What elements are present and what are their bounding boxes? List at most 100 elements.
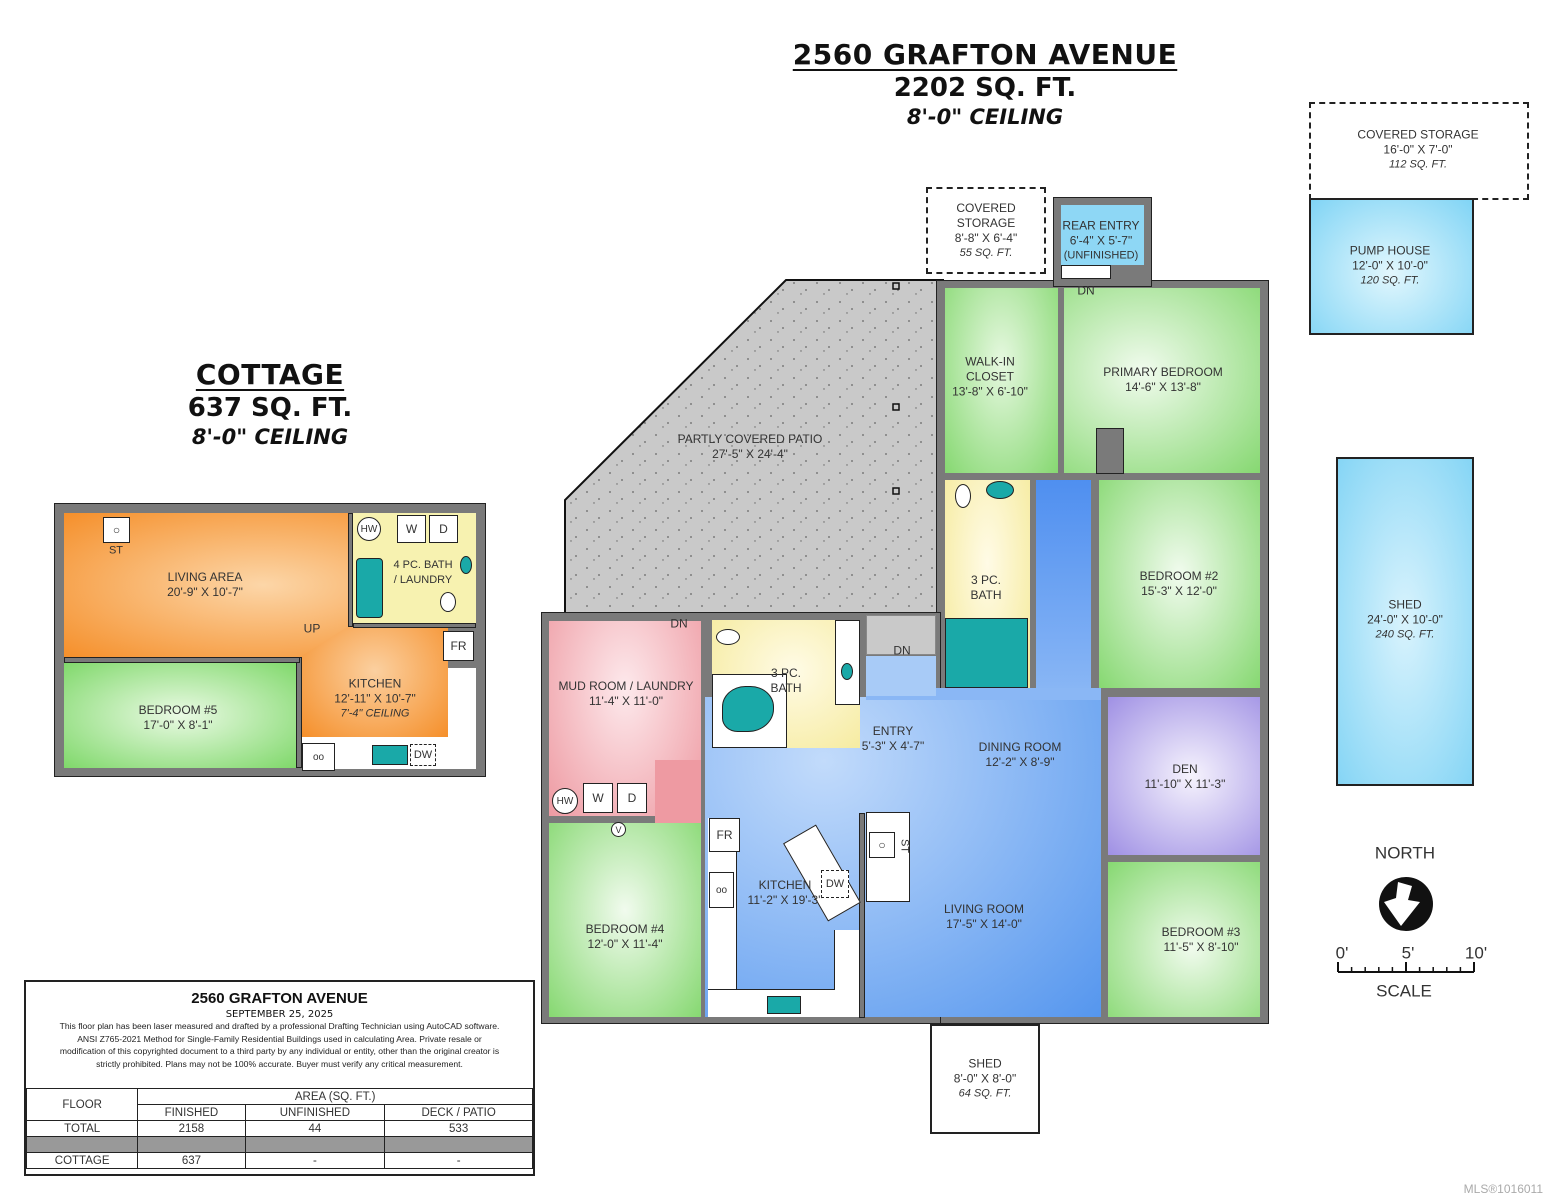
cottage-kitchen-side-counter	[448, 668, 476, 738]
north-label: NORTH	[1374, 843, 1436, 863]
cottage-interior-wall	[64, 657, 300, 663]
cottage-dryer: D	[429, 515, 458, 543]
cottage-cooktop: oo	[302, 743, 335, 771]
pump-house-label: PUMP HOUSE 12'-0" X 10'-0" 120 SQ. FT.	[1349, 243, 1431, 287]
toilet-west	[716, 629, 740, 645]
rear-entry-label: REAR ENTRY 6'-4" X 5'-7" (UNFINISHED)	[1062, 218, 1140, 262]
rear-entry-landing	[1061, 265, 1111, 279]
hallway	[1036, 480, 1091, 695]
kitchen-sink-main	[767, 996, 801, 1014]
cottage-sink	[460, 556, 472, 574]
cottage-up-label: UP	[303, 621, 321, 636]
cottage-fridge: FR	[443, 631, 474, 661]
rear-entry	[1061, 205, 1144, 265]
cottage-toilet	[440, 592, 456, 612]
cooktop-main: oo	[709, 872, 734, 908]
rear-entry-dn: DN	[1077, 283, 1095, 298]
main-house-area: 2202 SQ. FT.	[893, 73, 1077, 103]
entry-steps	[866, 615, 936, 655]
bedroom-3-label: BEDROOM #3 11'-5" X 8'-10"	[1161, 925, 1241, 954]
kitchen-partition	[859, 813, 865, 1018]
washer-main: W	[583, 783, 613, 813]
fridge-main: FR	[709, 818, 740, 852]
table-row: TOTAL 2158 44 533	[25, 1120, 533, 1137]
shed-large	[1336, 457, 1474, 786]
dishwasher-main: DW	[821, 870, 849, 898]
info-date: SEPTEMBER 25, 2025	[225, 1009, 334, 1020]
info-box: 2560 GRAFTON AVENUE SEPTEMBER 25, 2025 T…	[24, 980, 535, 1176]
scale-bar	[1337, 962, 1475, 973]
info-disclaimer: This floor plan has been laser measured …	[59, 1021, 500, 1069]
cottage-bedroom-5	[64, 662, 296, 768]
den	[1108, 697, 1260, 855]
walk-in-closet	[945, 288, 1058, 473]
north-arrow-icon	[1379, 877, 1433, 931]
primary-bedroom-label: PRIMARY BEDROOM 14'-6" X 13'-8"	[1103, 365, 1223, 394]
bath-3pc-west-label: 3 PC. BATH	[770, 666, 802, 695]
shed-small	[930, 1024, 1040, 1134]
covered-storage-large-label: COVERED STORAGE 16'-0" X 7'-0" 112 SQ. F…	[1357, 127, 1479, 171]
area-header: AREA (SQ. FT.)	[137, 1088, 533, 1105]
cottage-stove: ○	[103, 517, 130, 543]
den-label: DEN 11'-10" X 11'-3"	[1144, 762, 1226, 791]
mud-room-label: MUD ROOM / LAUNDRY 11'-4" X 11'-0"	[558, 679, 694, 708]
entry-hall	[866, 656, 936, 696]
bath-3pc-east-label: 3 PC. BATH	[970, 573, 1002, 602]
floor-header: FLOOR	[25, 1088, 139, 1121]
bedroom-4	[549, 823, 701, 1017]
entry-steps-dn: DN	[893, 643, 911, 658]
hot-water-tank-main: HW	[552, 788, 578, 814]
col-finished: FINISHED	[137, 1104, 246, 1121]
main-house-title: 2560 GRAFTON AVENUE 2202 SQ. FT. 8'-0" C…	[780, 38, 1190, 129]
mud-room-dn: DN	[670, 616, 688, 631]
shed-small-label: SHED 8'-0" X 8'-0" 64 SQ. FT.	[953, 1056, 1017, 1100]
cottage-ceiling: 8'-0" CEILING	[191, 425, 349, 449]
scale-tick-10: 10'	[1464, 943, 1488, 963]
covered-storage-small-label: COVERED STORAGE 8'-8" X 6'-4" 55 SQ. FT.	[954, 201, 1018, 259]
pump-house	[1309, 198, 1474, 335]
stove-main-label: ST	[898, 838, 911, 854]
shower	[945, 618, 1028, 688]
main-house-ceiling: 8'-0" CEILING	[906, 105, 1064, 129]
cottage-kitchen-sink	[372, 745, 408, 765]
kitchen-label: KITCHEN 11'-2" X 19'-3"	[747, 878, 823, 907]
cottage-bedroom5-label: BEDROOM #5 17'-0" X 8'-1"	[138, 703, 218, 732]
primary-bedroom-chimney	[1096, 428, 1124, 474]
scale-tick-5: 5'	[1401, 943, 1415, 963]
main-house-address: 2560 GRAFTON AVENUE	[792, 38, 1178, 71]
cottage-kitchen-label: KITCHEN 12'-11" X 10'-7" 7'-4" CEILING	[334, 676, 416, 720]
cottage-kitchen	[302, 627, 448, 737]
corner-tub	[722, 686, 774, 732]
entry-label: ENTRY 5'-3" X 4'-7"	[861, 724, 925, 753]
mls-watermark: MLS®1016011	[1463, 1182, 1543, 1196]
dining-room-label: DINING ROOM 12'-2" X 8'-9"	[978, 740, 1062, 769]
bedroom-2	[1099, 480, 1260, 688]
col-deck-patio: DECK / PATIO	[384, 1104, 533, 1121]
area-table: FLOOR AREA (SQ. FT.) FINISHED UNFINISHED…	[25, 1088, 533, 1169]
toilet-east	[955, 484, 971, 508]
cottage-dishwasher: DW	[410, 744, 436, 766]
cottage-title: COTTAGE 637 SQ. FT. 8'-0" CEILING	[170, 358, 370, 449]
bedroom-4-label: BEDROOM #4 12'-0" X 11'-4"	[585, 922, 665, 951]
table-row: COTTAGE 637 - -	[25, 1152, 533, 1169]
cottage-interior-wall	[353, 623, 476, 628]
cottage-washer: W	[397, 515, 426, 543]
cottage-bathtub	[356, 558, 383, 618]
kitchen-counter-east	[834, 930, 862, 990]
vent-v: V	[611, 822, 626, 837]
patio-label: PARTLY COVERED PATIO 27'-5" X 24'-4"	[677, 432, 823, 461]
dryer-main: D	[617, 783, 647, 813]
table-row-separator	[25, 1136, 533, 1153]
cottage-interior-wall	[348, 513, 353, 627]
vanity-west	[835, 620, 860, 705]
cottage-bath-label: 4 PC. BATH / LAUNDRY	[393, 559, 453, 586]
covered-storage-small	[926, 187, 1046, 274]
living-room-label: LIVING ROOM 17'-5" X 14'-0"	[943, 902, 1025, 931]
col-unfinished: UNFINISHED	[244, 1104, 386, 1121]
cottage-living-label: LIVING AREA 20'-9" X 10'-7"	[167, 570, 243, 599]
shed-large-label: SHED 24'-0" X 10'-0" 240 SQ. FT.	[1367, 597, 1443, 641]
walk-in-closet-label: WALK-IN CLOSET 13'-8" X 6'-10"	[952, 354, 1028, 399]
cottage-hot-water-tank: HW	[357, 517, 381, 541]
scale-tick-0: 0'	[1335, 943, 1349, 963]
info-title: 2560 GRAFTON AVENUE	[191, 990, 368, 1007]
